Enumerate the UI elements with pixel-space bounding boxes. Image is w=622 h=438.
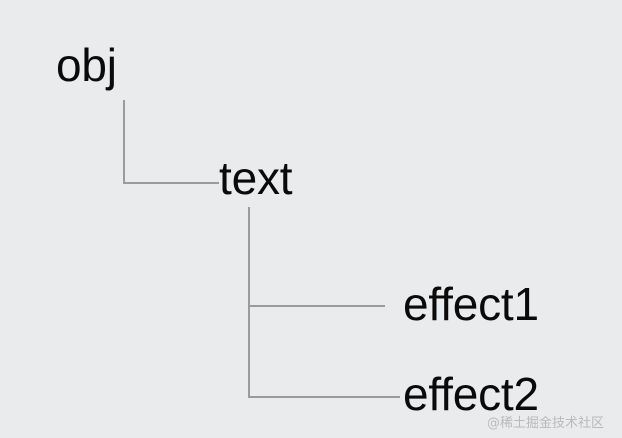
tree-node-effect2: effect2: [403, 368, 539, 420]
connector-obj-to-text-horizontal: [123, 182, 219, 184]
connector-text-trunk-vertical: [248, 207, 250, 398]
tree-node-effect1: effect1: [403, 278, 539, 330]
connector-obj-to-text-vertical: [123, 100, 125, 184]
connector-text-to-effect2-horizontal: [248, 396, 400, 398]
tree-node-text: text: [219, 152, 293, 204]
connector-text-to-effect1-horizontal: [248, 305, 385, 307]
tree-node-obj: obj: [56, 39, 117, 91]
watermark-text: @稀土掘金技术社区: [486, 416, 604, 431]
